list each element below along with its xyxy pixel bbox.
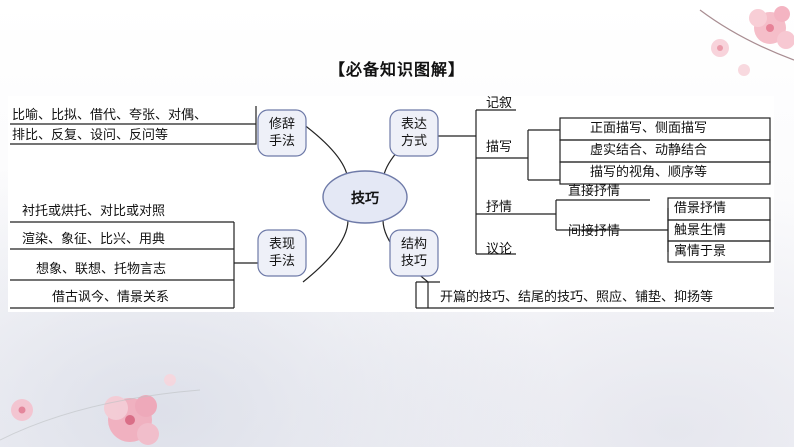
biaoxian-item-1: 衬托或烘托、对比或对照 <box>22 204 166 219</box>
xiuci-item-line1: 比喻、比拟、借代、夸张、对偶、 <box>12 108 208 123</box>
node-shapes <box>257 109 439 277</box>
jianjie-item-1: 借景抒情 <box>674 201 727 216</box>
biaoxian-item-2: 渲染、象征、比兴、用典 <box>22 232 166 247</box>
node-xiuci: 修辞 手法 <box>258 116 306 150</box>
jianjie-item-3: 寓情于景 <box>674 244 727 259</box>
biaoda-shuqing: 抒情 <box>486 200 513 215</box>
jianjie-item-2: 触景生情 <box>674 223 727 238</box>
node-biaoda-label: 表达 方式 <box>400 117 427 149</box>
biaoxian-item-3: 想象、联想、托物言志 <box>36 262 167 277</box>
cherry-blossom-bottom-left-icon <box>0 374 200 445</box>
biaoda-miaoxie: 描写 <box>486 140 513 155</box>
cherry-blossom-top-right-icon <box>699 6 794 76</box>
mind-map-connectors <box>10 106 774 309</box>
biaoda-jixu: 记叙 <box>486 96 513 111</box>
biaoda-yilun: 议论 <box>486 242 513 257</box>
biaoxian-item-4: 借古讽今、情景关系 <box>52 290 170 305</box>
node-jiegou-label: 结构 技巧 <box>400 237 427 269</box>
page-title: 【必备知识图解】 <box>328 60 465 79</box>
node-biaoxian: 表现 手法 <box>258 236 306 270</box>
center-node: 技巧 <box>351 191 379 207</box>
node-biaoxian-label: 表现 手法 <box>268 237 295 269</box>
miaoxie-item-3: 描写的视角、顺序等 <box>590 165 708 180</box>
jiegou-item: 开篇的技巧、结尾的技巧、照应、铺垫、抑扬等 <box>440 290 714 305</box>
shuqing-zhijie: 直接抒情 <box>568 184 621 199</box>
miaoxie-item-2: 虚实结合、动静结合 <box>590 143 708 158</box>
miaoxie-item-1: 正面描写、侧面描写 <box>590 121 708 136</box>
node-jiegou: 结构 技巧 <box>390 236 438 270</box>
node-xiuci-label: 修辞 手法 <box>268 117 295 149</box>
xiuci-item-line2: 排比、反复、设问、反问等 <box>12 128 169 143</box>
mind-map: 修辞 手法 表现 手法 表达 方式 结构 技巧 技巧 比喻、比拟、借代、夸张、对… <box>8 96 774 312</box>
shuqing-jianjie: 间接抒情 <box>568 224 621 239</box>
node-biaoda: 表达 方式 <box>390 116 438 150</box>
